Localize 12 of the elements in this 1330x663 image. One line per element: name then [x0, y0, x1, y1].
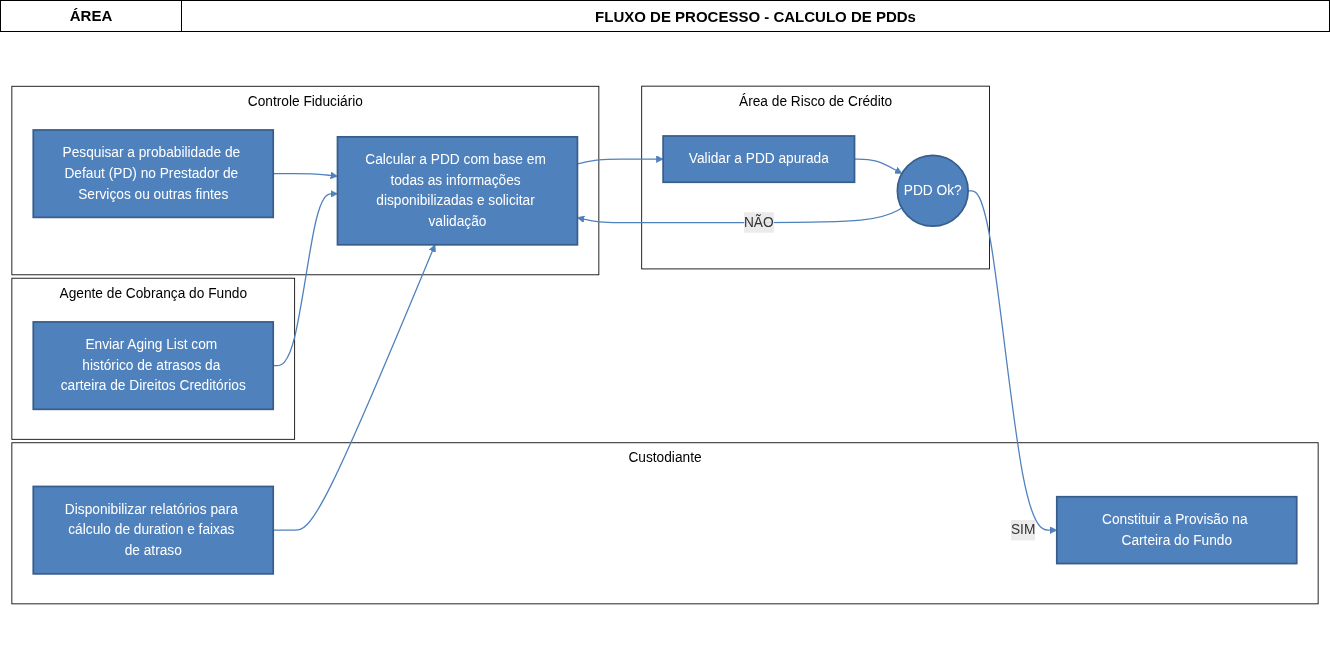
column-header: ÁREA — [1, 1, 182, 31]
node-box: Enviar Aging List com histórico de atrasos da carteira de Direitos Creditórios — [32, 320, 275, 410]
node-circle: PDD Ok? — [896, 154, 969, 227]
arrow — [577, 206, 903, 223]
edge-label: SIM — [1010, 521, 1036, 537]
node-box: Pesquisar a probabilidade de Defaut (PD) no Prestador de Serviços ou outras fintes — [32, 128, 275, 218]
node-box: Disponibilizar relatórios para cálculo de duration e faixas de atraso — [32, 485, 275, 575]
node-box: Calcular a PDD com base em todas as informações disponibilizadas e solicitar validação — [336, 135, 579, 246]
node-box: Constituir a Provisão na Carteira do Fundo — [1055, 495, 1298, 564]
diagram-title: FLUXO DE PROCESSO - CALCULO DE PDDs — [594, 7, 917, 25]
edge-label: NÃO — [743, 214, 774, 229]
node-box: Validar a PDD apurada — [662, 134, 856, 183]
